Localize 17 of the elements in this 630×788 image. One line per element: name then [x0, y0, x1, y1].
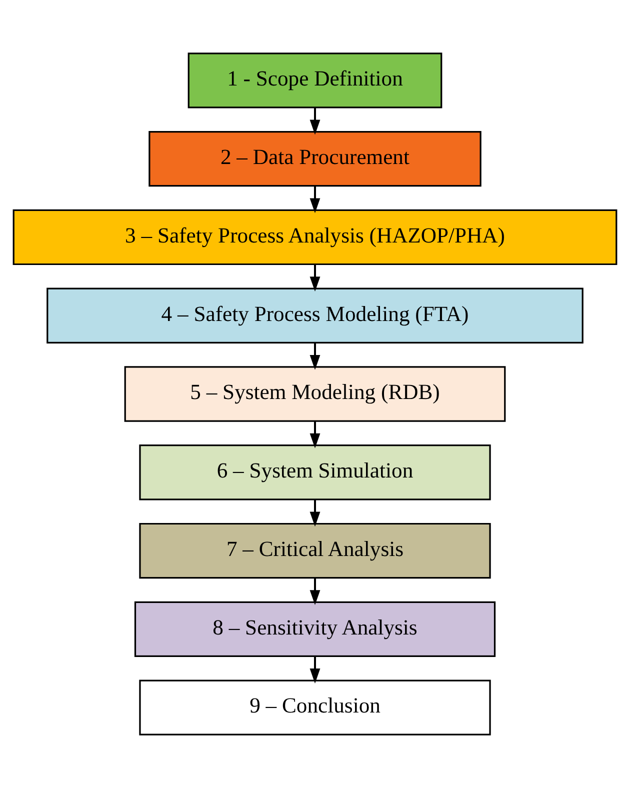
node-box: 4 – Safety Process Modeling (FTA) [46, 288, 584, 344]
node-box: 3 – Safety Process Analysis (HAZOP/PHA) [12, 209, 618, 266]
node-box: 9 – Conclusion [139, 680, 491, 736]
node-box: 6 – System Simulation [139, 444, 491, 500]
node-box: 1 - Scope Definition [188, 52, 442, 108]
arrow [310, 264, 320, 292]
arrow [310, 578, 320, 606]
arrow [310, 343, 320, 370]
arrow [310, 108, 320, 135]
arrow [310, 421, 320, 448]
node-box: 2 – Data Procurement [148, 130, 482, 187]
node-box: 7 – Critical Analysis [139, 522, 491, 579]
arrow [310, 500, 320, 527]
arrow [310, 186, 320, 214]
arrow [310, 656, 320, 684]
node-box: 8 – Sensitivity Analysis [134, 601, 496, 658]
node-box: 5 – System Modeling (RDB) [124, 366, 506, 422]
